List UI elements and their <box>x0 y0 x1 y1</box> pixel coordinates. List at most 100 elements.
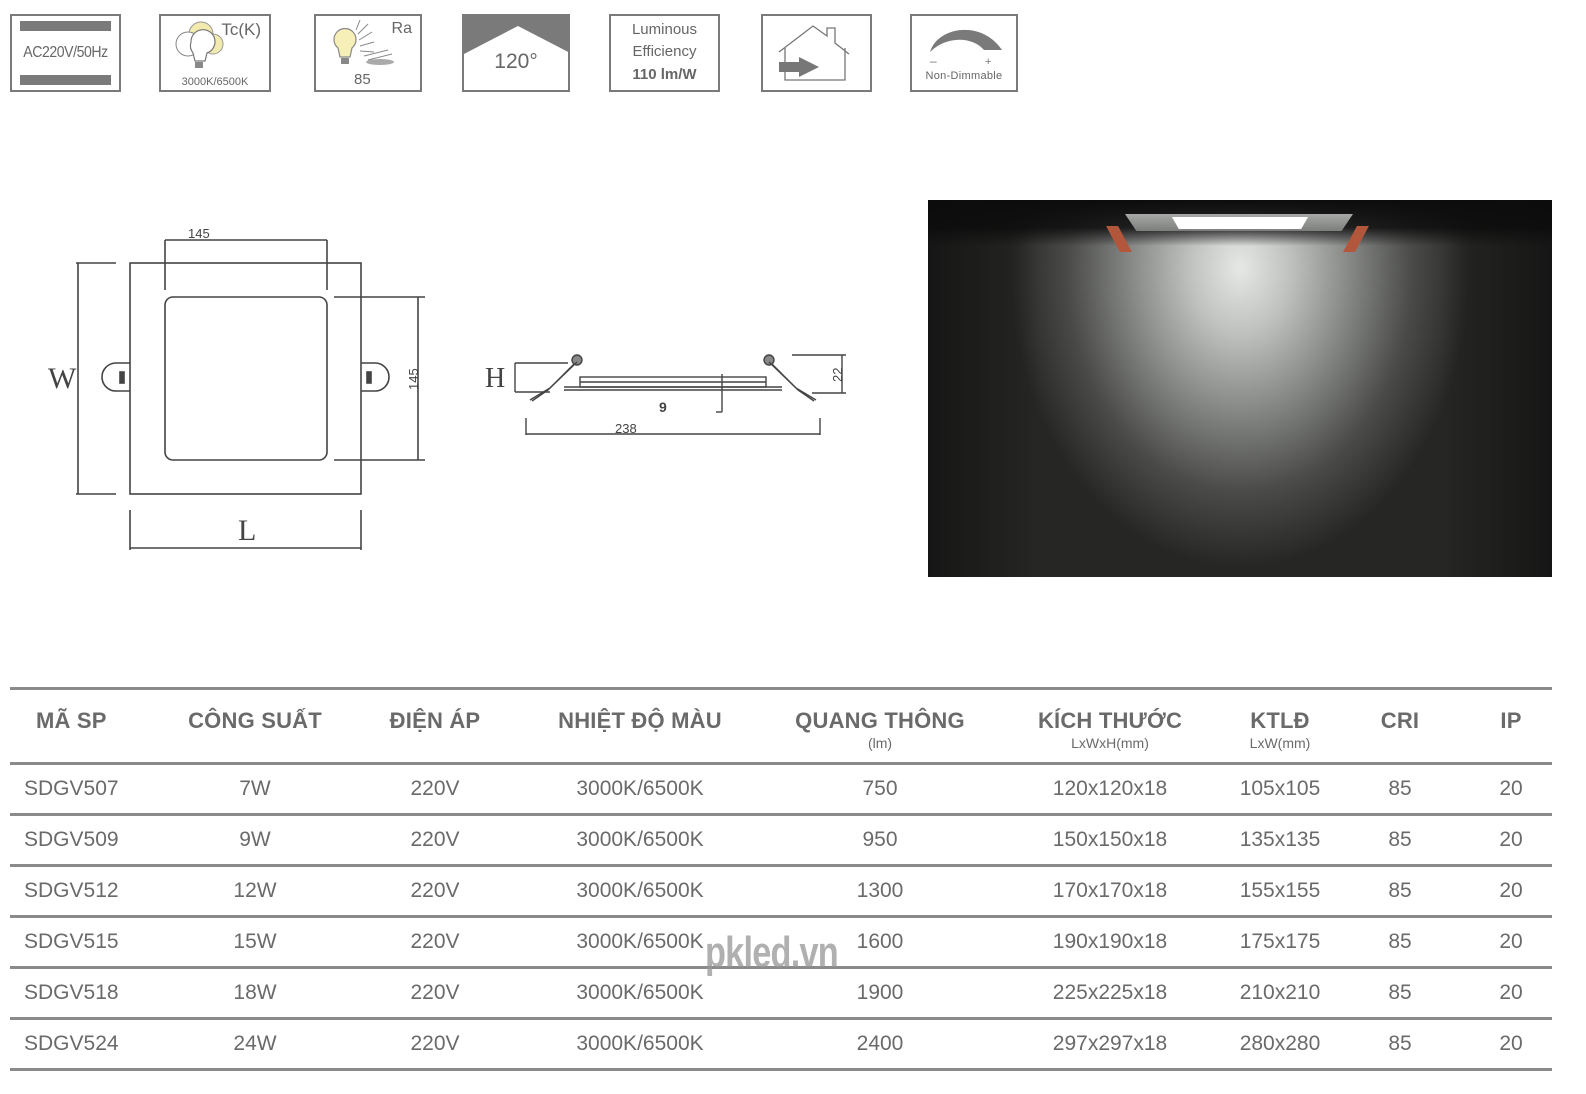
table-row: SDGV507 7W 220V 3000K/6500K 750 120x120x… <box>10 764 1552 815</box>
svg-text:–: – <box>930 54 937 68</box>
cell-color-temp: 3000K/6500K <box>576 981 704 1004</box>
cell-flux: 1600 <box>856 930 904 953</box>
header-product-code: MÃ SP <box>36 708 107 733</box>
header-color-temp: NHIỆT ĐỘ MÀU <box>558 708 722 733</box>
table-header-row: MÃ SP CÔNG SUẤT ĐIỆN ÁP NHIỆT ĐỘ MÀU QUA… <box>10 688 1552 764</box>
cell-cutout: 280x280 <box>1239 1032 1321 1055</box>
cell-cutout: 105x105 <box>1239 777 1321 800</box>
cell-color-temp: 3000K/6500K <box>576 828 704 851</box>
cell-dimensions: 170x170x18 <box>1052 879 1168 902</box>
cell-cutout: 135x135 <box>1239 828 1321 851</box>
cell-dimensions: 120x120x18 <box>1052 777 1168 800</box>
table-row: SDGV518 18W 220V 3000K/6500K 1900 225x22… <box>10 968 1552 1019</box>
cell-cri: 85 <box>1388 1032 1412 1055</box>
cell-power: 7W <box>239 777 271 800</box>
cell-code: SDGV518 <box>24 981 119 1004</box>
cell-flux: 750 <box>862 777 898 800</box>
cell-cri: 85 <box>1388 981 1412 1004</box>
efficiency-line1: Luminous <box>631 21 698 38</box>
cell-color-temp: 3000K/6500K <box>576 930 704 953</box>
cell-dimensions: 150x150x18 <box>1052 828 1168 851</box>
cell-ip: 20 <box>1499 1032 1523 1055</box>
cell-flux: 2400 <box>856 1032 904 1055</box>
cell-power: 9W <box>239 828 271 851</box>
header-luminous-flux: QUANG THÔNG(lm) <box>795 708 965 752</box>
indoor-house-arrow-icon <box>778 25 850 81</box>
beam-angle-value: 120° <box>494 50 538 73</box>
color-temperature-value: 3000K/6500K <box>181 76 249 88</box>
cell-voltage: 220V <box>410 879 460 902</box>
cell-flux: 950 <box>862 828 898 851</box>
voltage-label: AC220V/50Hz <box>23 44 108 61</box>
bulb-ra-icon <box>333 19 394 65</box>
cell-voltage: 220V <box>410 1032 460 1055</box>
cell-cri: 85 <box>1388 777 1412 800</box>
h-dimension-label: H <box>485 363 505 394</box>
cri-title: Ra <box>391 20 412 37</box>
cell-ip: 20 <box>1499 879 1523 902</box>
table-row: SDGV512 12W 220V 3000K/6500K 1300 170x17… <box>10 866 1552 917</box>
beam-angle-spec-icon: 120° <box>462 14 570 92</box>
efficiency-value: 110 lm/W <box>632 66 697 83</box>
luminous-efficiency-spec-icon: Luminous Efficiency 110 lm/W <box>609 14 720 92</box>
cell-color-temp: 3000K/6500K <box>576 777 704 800</box>
cell-code: SDGV509 <box>24 828 119 851</box>
cell-voltage: 220V <box>410 930 460 953</box>
cell-cutout: 210x210 <box>1239 981 1321 1004</box>
cell-ip: 20 <box>1499 930 1523 953</box>
cell-ip: 20 <box>1499 981 1523 1004</box>
cell-cutout: 175x175 <box>1239 930 1321 953</box>
cell-ip: 20 <box>1499 828 1523 851</box>
cell-power: 12W <box>233 879 277 902</box>
cell-voltage: 220V <box>410 828 460 851</box>
dimming-spec-icon: – + Non-Dimmable <box>910 14 1018 92</box>
dimmer-arc-icon: – + <box>930 29 1002 68</box>
depth-value: 9 <box>659 399 667 415</box>
top-view-dimension-drawing: W L 145 145 <box>40 220 460 565</box>
cri-spec-icon: Ra 85 <box>314 14 422 92</box>
color-temperature-spec-icon: Tc(K) 3000K/6500K <box>159 14 271 92</box>
cell-dimensions: 190x190x18 <box>1052 930 1168 953</box>
bar-decoration <box>20 75 111 85</box>
l-dimension-label: L <box>238 514 256 547</box>
cell-ip: 20 <box>1499 777 1523 800</box>
cell-cri: 85 <box>1388 828 1412 851</box>
product-photo <box>928 200 1552 577</box>
height-value: 22 <box>830 368 845 382</box>
header-voltage: ĐIỆN ÁP <box>389 708 481 733</box>
table-row: SDGV524 24W 220V 3000K/6500K 2400 297x29… <box>10 1019 1552 1070</box>
cell-power: 15W <box>233 930 277 953</box>
specification-table: MÃ SP CÔNG SUẤT ĐIỆN ÁP NHIỆT ĐỘ MÀU QUA… <box>10 687 1552 1071</box>
photo-vignette-right <box>1442 200 1552 577</box>
efficiency-line2: Efficiency <box>632 43 697 60</box>
cell-power: 18W <box>233 981 277 1004</box>
cell-cri: 85 <box>1388 879 1412 902</box>
bar-decoration <box>20 21 111 31</box>
cell-code: SDGV507 <box>24 777 119 800</box>
led-panel-light <box>1172 217 1308 229</box>
cell-cri: 85 <box>1388 930 1412 953</box>
cell-cutout: 155x155 <box>1239 879 1321 902</box>
bulbs-color-temperature-icon <box>175 21 224 68</box>
cell-flux: 1300 <box>856 879 904 902</box>
indoor-use-spec-icon <box>761 14 872 92</box>
cell-color-temp: 3000K/6500K <box>576 1032 704 1055</box>
w-dimension-label: W <box>48 362 77 395</box>
header-cri: CRI <box>1380 708 1420 733</box>
photo-vignette-left <box>928 200 1038 577</box>
total-width-value: 238 <box>615 421 637 436</box>
table-row: SDGV509 9W 220V 3000K/6500K 950 150x150x… <box>10 815 1552 866</box>
cell-dimensions: 297x297x18 <box>1052 1032 1168 1055</box>
cell-dimensions: 225x225x18 <box>1052 981 1168 1004</box>
cell-voltage: 220V <box>410 777 460 800</box>
inner-width-value: 145 <box>188 226 210 241</box>
table-row: SDGV515 15W 220V 3000K/6500K 1600 190x19… <box>10 917 1552 968</box>
inner-height-value: 145 <box>406 368 421 390</box>
side-view-dimension-drawing: H 22 9 238 <box>480 330 860 450</box>
voltage-spec-icon: AC220V/50Hz <box>10 14 121 92</box>
cell-voltage: 220V <box>410 981 460 1004</box>
watermark: pkled.vn <box>705 928 839 977</box>
cell-code: SDGV512 <box>24 879 119 902</box>
